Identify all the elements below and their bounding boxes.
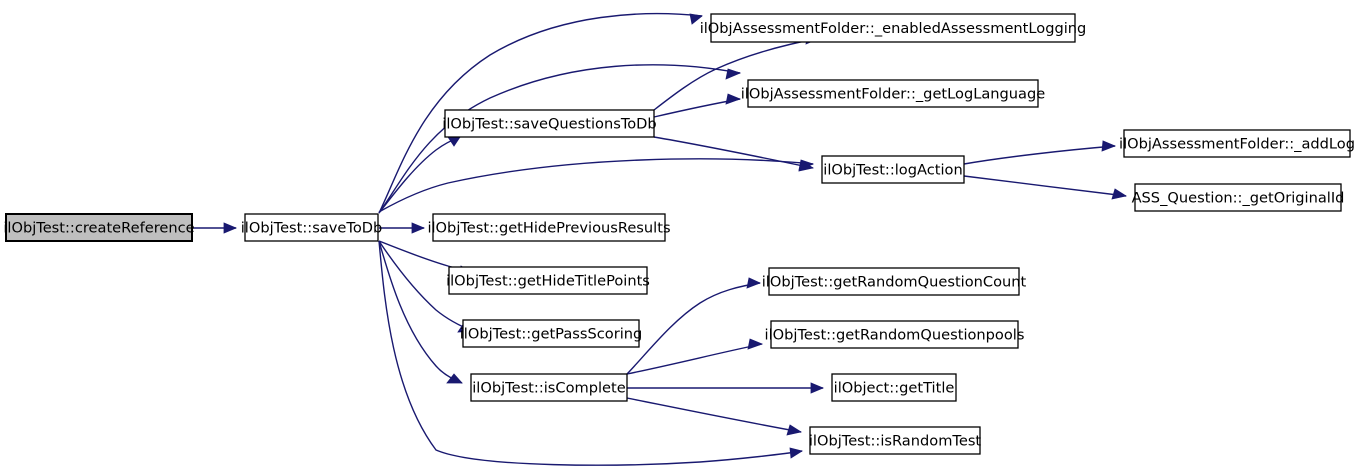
graph-node-getTitle[interactable]: ilObject::getTitle [831, 373, 957, 402]
node-label: ilObjTest::saveQuestionsToDb [442, 116, 656, 133]
node-label: ilObjTest::saveToDb [241, 220, 383, 237]
node-box[interactable] [710, 13, 1076, 43]
edge-line [626, 282, 761, 375]
node-box[interactable] [462, 319, 640, 348]
node-box[interactable] [448, 266, 648, 295]
graph-node-getRandomQuestionpools[interactable]: ilObjTest::getRandomQuestionpools [765, 320, 1025, 349]
node-box[interactable] [770, 320, 1019, 349]
edge-line [378, 240, 474, 332]
node-label: ilObject::getTitle [834, 380, 955, 397]
arrowhead-icon [1101, 140, 1117, 152]
edge-line [653, 136, 814, 169]
call-edge [963, 175, 1128, 200]
call-edge [626, 338, 764, 375]
node-label: ilObjTest::getRandomQuestionpools [765, 327, 1025, 344]
arrowhead-icon [798, 160, 815, 172]
node-box[interactable] [768, 267, 1020, 296]
edge-line [378, 64, 741, 214]
node-label: ilObjTest::createReference [3, 220, 194, 237]
node-label: ilObjAssessmentFolder::_getLogLanguage [741, 86, 1046, 103]
node-label: ilObjTest::getHideTitlePoints [446, 273, 650, 290]
graph-node-getLogLanguage[interactable]: ilObjAssessmentFolder::_getLogLanguage [741, 79, 1046, 108]
edge-line [378, 136, 461, 214]
node-label: ilObjTest::isComplete [472, 380, 625, 397]
graph-node-isComplete[interactable]: ilObjTest::isComplete [470, 373, 628, 402]
graph-node-saveQuestionsToDb[interactable]: ilObjTest::saveQuestionsToDb [442, 109, 657, 138]
arrowhead-icon [786, 424, 803, 436]
edge-line [963, 175, 1127, 197]
arrowhead-icon [1111, 188, 1128, 200]
node-box[interactable] [1134, 183, 1342, 212]
call-edge [653, 93, 742, 118]
node-label: ilObjTest::getRandomQuestionCount [762, 274, 1027, 291]
node-box[interactable] [1123, 129, 1351, 158]
call-edge [963, 140, 1117, 165]
graph-node-getHidePreviousResults[interactable]: ilObjTest::getHidePreviousResults [427, 213, 671, 242]
graph-node-isRandomTest[interactable]: ilObjTest::isRandomTest [809, 426, 982, 455]
call-edge [378, 240, 463, 384]
arrowhead-icon [446, 373, 463, 384]
edge-line [378, 240, 463, 384]
graph-node-enabledAssessmentLogging[interactable]: ilObjAssessmentFolder::_enabledAssessmen… [700, 13, 1087, 43]
graph-node-saveToDb[interactable]: ilObjTest::saveToDb [241, 213, 383, 242]
edge-line [378, 12, 703, 214]
arrowhead-icon [747, 338, 764, 350]
node-label: ilObjAssessmentFolder::_enabledAssessmen… [700, 20, 1087, 37]
arrowhead-icon [725, 68, 742, 80]
node-box[interactable] [444, 109, 655, 138]
arrowhead-icon [789, 447, 804, 459]
edge-line [626, 397, 802, 433]
call-edge [192, 222, 238, 234]
call-edge [378, 158, 815, 213]
call-edge [626, 277, 762, 375]
call-edge [653, 136, 815, 172]
node-box[interactable] [5, 213, 193, 242]
arrowhead-icon [810, 382, 825, 394]
arrowhead-icon [689, 13, 703, 25]
node-label: ilObjTest::logAction [823, 162, 962, 179]
call-edge [379, 222, 426, 234]
call-edge [378, 240, 804, 466]
edge-line [963, 145, 1116, 165]
graph-node-getOriginalId[interactable]: ASS_Question::_getOriginalId [1132, 183, 1345, 212]
graph-node-getRandomQuestionCount[interactable]: ilObjTest::getRandomQuestionCount [762, 267, 1027, 296]
node-box[interactable] [747, 79, 1039, 108]
call-edge [378, 136, 461, 214]
edge-line [653, 37, 821, 111]
call-edge [627, 382, 825, 394]
call-edge [378, 64, 742, 214]
node-label: ilObjTest::getHidePreviousResults [427, 220, 670, 237]
arrowhead-icon [223, 222, 238, 234]
node-box[interactable] [809, 426, 981, 455]
arrowhead-icon [725, 93, 742, 105]
node-box[interactable] [244, 213, 379, 242]
graph-node-createReference[interactable]: ilObjTest::createReference [3, 213, 195, 242]
arrowhead-icon [411, 222, 426, 234]
edge-line [626, 343, 763, 375]
node-label: ilObjTest::isRandomTest [809, 433, 982, 450]
nodes-layer: ilObjTest::createReference ilObjTest::sav… [3, 13, 1355, 455]
call-edge [626, 397, 803, 436]
node-label: ilObjAssessmentFolder::_addLog [1119, 136, 1355, 153]
node-label: ASS_Question::_getOriginalId [1132, 190, 1345, 207]
node-box[interactable] [470, 373, 628, 402]
node-box[interactable] [831, 373, 957, 402]
graph-node-addLog[interactable]: ilObjAssessmentFolder::_addLog [1119, 129, 1355, 158]
arrowhead-icon [746, 277, 762, 289]
graph-node-getHideTitlePoints[interactable]: ilObjTest::getHideTitlePoints [446, 266, 650, 295]
node-box[interactable] [821, 155, 965, 184]
node-label: ilObjTest::getPassScoring [460, 326, 643, 343]
graph-node-getPassScoring[interactable]: ilObjTest::getPassScoring [460, 319, 643, 348]
node-box[interactable] [432, 213, 666, 242]
edge-line [378, 240, 803, 466]
call-edge [378, 12, 703, 214]
graph-node-logAction[interactable]: ilObjTest::logAction [821, 155, 965, 184]
edge-line [378, 158, 814, 213]
